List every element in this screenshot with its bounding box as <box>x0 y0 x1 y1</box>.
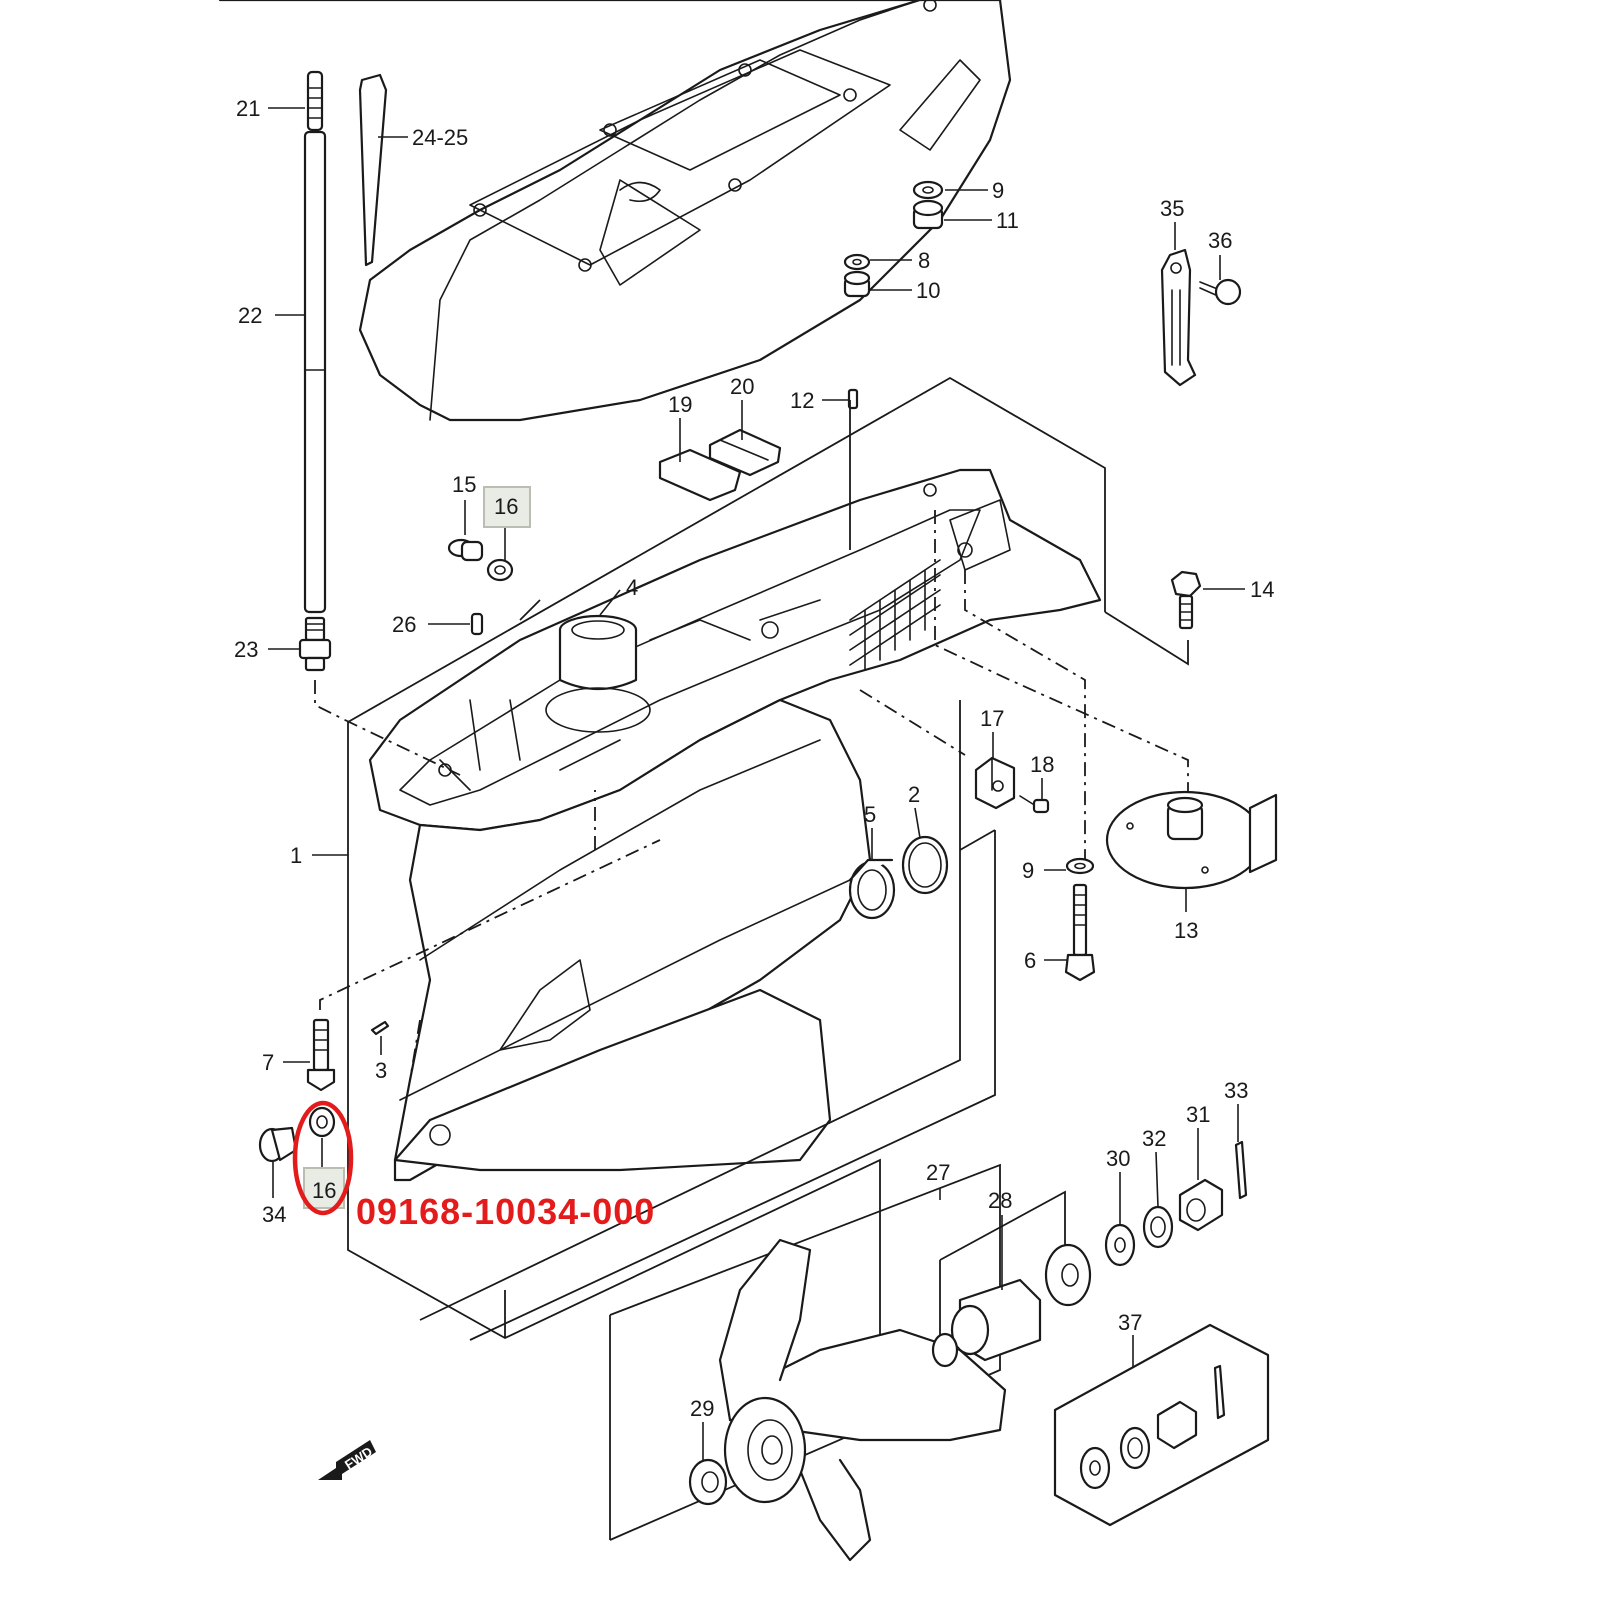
label-2: 2 <box>908 782 920 807</box>
water-intake-grille <box>849 559 941 671</box>
label-21: 21 <box>236 96 260 121</box>
fwd-direction-arrow: FWD <box>318 1440 376 1480</box>
label-26: 26 <box>392 612 416 637</box>
label-20: 20 <box>730 374 754 399</box>
part-30-washer <box>1104 1223 1136 1267</box>
label-6: 6 <box>1024 948 1036 973</box>
label-12: 12 <box>790 388 814 413</box>
part-28-bushing <box>931 1278 1042 1368</box>
part-7-bolt <box>306 1018 336 1092</box>
part-6-bolt <box>1064 883 1096 982</box>
label-32: 32 <box>1142 1126 1166 1151</box>
label-1: 1 <box>290 843 302 868</box>
part-19-anode <box>658 448 742 502</box>
label-5: 5 <box>864 802 876 827</box>
label-4: 4 <box>626 575 638 600</box>
part-34-drain-plug <box>258 1126 298 1163</box>
part-35-bracket <box>1160 248 1197 387</box>
label-19: 19 <box>668 392 692 417</box>
label-31: 31 <box>1186 1102 1210 1127</box>
gearcase-housing <box>368 468 1102 1182</box>
label-37: 37 <box>1118 1310 1142 1335</box>
label-35: 35 <box>1160 196 1184 221</box>
part-30-thrust-washer <box>1044 1243 1092 1307</box>
label-leaders <box>268 107 1245 1460</box>
part-16-washer-highlighted <box>308 1106 336 1138</box>
part-27-propeller <box>718 1238 1007 1562</box>
label-15: 15 <box>452 472 476 497</box>
label-16-top: 16 <box>494 494 518 519</box>
label-30: 30 <box>1106 1146 1130 1171</box>
part-33-cotter-pin <box>1234 1140 1248 1200</box>
washers-and-nuts-group <box>843 180 944 298</box>
part-20-anode <box>708 428 782 477</box>
label-23: 23 <box>234 637 258 662</box>
part-17-anode-block <box>974 756 1016 810</box>
part-13-trim-tab <box>1105 790 1278 890</box>
label-16-highlight-box <box>483 486 531 528</box>
label-34: 34 <box>262 1202 286 1227</box>
part-24-25-pin <box>358 73 388 267</box>
label-7: 7 <box>262 1050 274 1075</box>
label-27: 27 <box>926 1160 950 1185</box>
part-3-key <box>370 1020 390 1036</box>
part-5-bearing <box>848 858 896 920</box>
label-24-25: 24-25 <box>412 125 468 150</box>
part-32-washer <box>1142 1205 1174 1249</box>
label-18: 18 <box>1030 752 1054 777</box>
label-29: 29 <box>690 1396 714 1421</box>
part-37-kit-box <box>1053 1323 1270 1527</box>
part-labels: 21 24-25 22 23 1 26 15 16 4 19 20 12 9 1… <box>234 96 1274 1421</box>
part-16-washer-top <box>486 558 514 582</box>
label-11: 11 <box>996 208 1019 233</box>
assembly-lines <box>314 376 1189 1380</box>
part-18-bolt <box>1019 795 1050 814</box>
part-31-castle-nut <box>1178 1178 1224 1232</box>
label-13: 13 <box>1174 918 1198 943</box>
label-14: 14 <box>1250 577 1274 602</box>
label-16-lower-highlight-box <box>303 1167 345 1209</box>
label-33: 33 <box>1224 1078 1248 1103</box>
part-29-spacer <box>688 1458 728 1506</box>
upper-housing-cover <box>218 0 1012 422</box>
label-8: 8 <box>918 248 930 273</box>
drive-shaft <box>298 70 332 672</box>
label-28: 28 <box>988 1188 1012 1213</box>
part-14-bolt <box>1170 570 1202 630</box>
part-9-washer-lower <box>1065 857 1095 875</box>
label-9-top: 9 <box>992 178 1004 203</box>
part-15-plug <box>447 538 484 562</box>
part-12-dowel <box>847 388 859 410</box>
label-9-lower: 9 <box>1022 858 1034 883</box>
part-36-screw <box>1199 278 1242 306</box>
highlight-circle <box>292 1100 354 1216</box>
label-10: 10 <box>916 278 940 303</box>
label-22: 22 <box>238 303 262 328</box>
label-16-lower: 16 <box>312 1178 336 1203</box>
part-2-o-ring <box>901 835 949 895</box>
part-26-pin <box>470 612 484 636</box>
label-36: 36 <box>1208 228 1232 253</box>
highlighted-part-number: 09168-10034-000 <box>356 1191 655 1232</box>
label-3: 3 <box>375 1058 387 1083</box>
label-17: 17 <box>980 706 1004 731</box>
